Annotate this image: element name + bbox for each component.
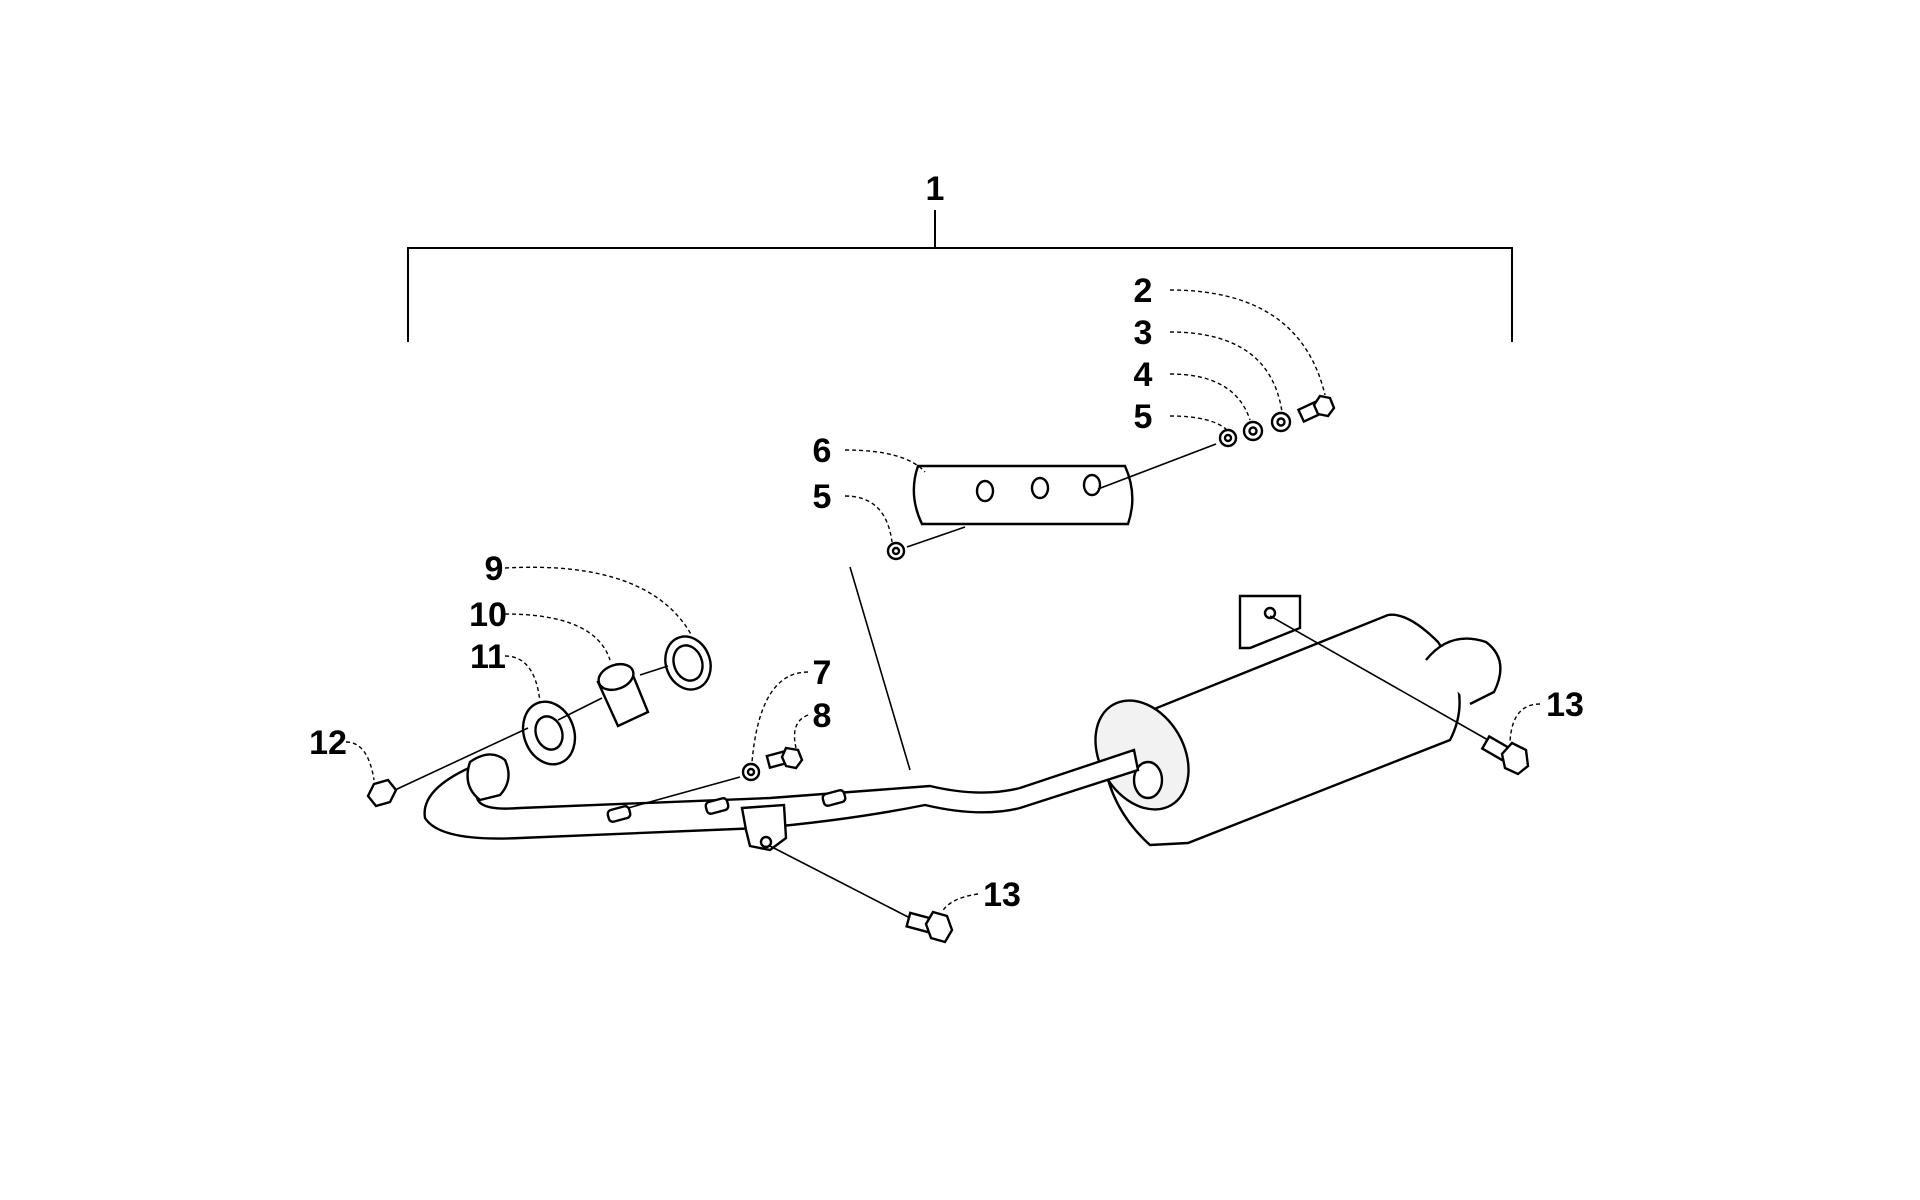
leader-lines xyxy=(345,289,1541,913)
muffler xyxy=(1094,594,1502,847)
callout-4: 4 xyxy=(1134,356,1153,394)
callout-13-right: 13 xyxy=(1546,686,1584,724)
callout-12: 12 xyxy=(309,724,347,762)
callout-13-lower: 13 xyxy=(983,876,1021,914)
callout-5-lower: 5 xyxy=(813,478,832,516)
callout-2: 2 xyxy=(1134,272,1153,310)
header-pipe xyxy=(423,748,1140,852)
callout-9: 9 xyxy=(485,550,504,588)
assembly-bracket xyxy=(407,210,1513,342)
callout-3: 3 xyxy=(1134,314,1153,352)
callout-10: 10 xyxy=(469,596,507,634)
flange-gaskets xyxy=(366,635,712,808)
heat-shield xyxy=(912,464,1134,526)
callout-8: 8 xyxy=(813,697,832,735)
mounting-bolts xyxy=(627,615,1530,944)
callout-7: 7 xyxy=(813,654,832,692)
callout-5-upper: 5 xyxy=(1134,398,1153,436)
callout-labels: 1 2 3 4 5 6 5 9 10 11 7 8 12 13 13 xyxy=(309,170,1584,914)
heat-shield-hardware xyxy=(849,394,1336,771)
callout-1: 1 xyxy=(926,170,945,208)
callout-6: 6 xyxy=(813,432,832,470)
callout-11: 11 xyxy=(470,638,506,676)
